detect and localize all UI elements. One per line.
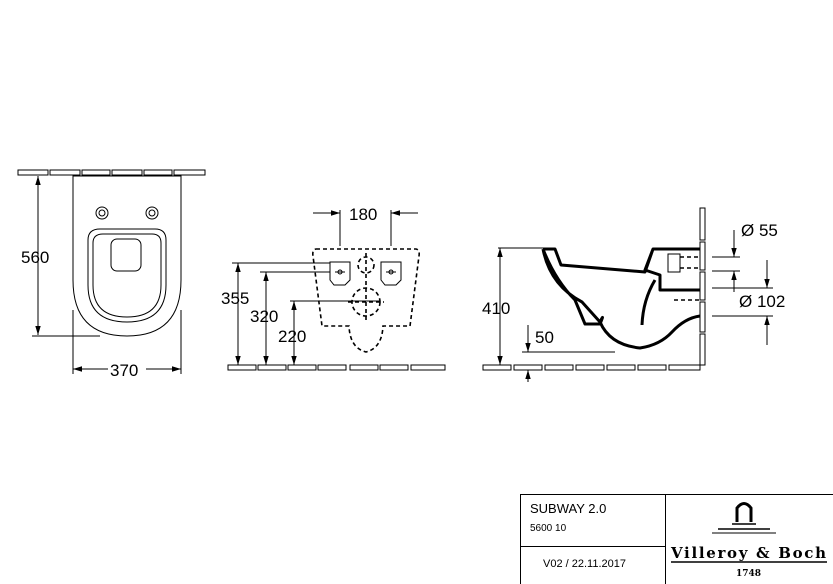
front-view: 180 355 320 220 [221,205,446,371]
bowl-profile-side [541,247,701,350]
dimension-220: 220 [278,327,306,346]
product-name: SUBWAY 2.0 [530,501,606,516]
dimension-inlet-diameter: Ø 55 [741,221,778,240]
top-view: 560 370 [17,169,206,380]
bowl-outline-top [72,175,182,337]
floor-front [227,364,446,371]
seat-outline [87,228,167,323]
fixing-brackets [329,261,402,286]
brand-year: 1748 [736,569,761,579]
dimension-hole-spacing: 180 [349,205,377,224]
dimension-width: 370 [110,361,138,380]
floor-side [482,364,701,371]
dimension-depth: 560 [21,248,49,267]
dimension-outlet-diameter: Ø 102 [739,292,785,311]
version-date: V02 / 22.11.2017 [543,558,626,570]
side-view: 410 50 Ø 55 Ø 102 [482,207,785,382]
brand-name: Villeroy & Boch [670,544,826,562]
lid-outline [110,238,142,272]
dimension-height: 410 [482,299,510,318]
dimension-355: 355 [221,289,249,308]
fixing-holes [95,206,159,220]
bowl-outline-front [312,248,420,353]
article-number: 5600 10 [530,523,567,534]
dimension-offset: 50 [535,328,554,347]
brand-logo: Villeroy & Boch 1748 [670,502,827,579]
wall-top [17,169,206,176]
dimension-320: 320 [250,307,278,326]
title-block: SUBWAY 2.0 5600 10 V02 / 22.11.2017 Vill… [520,494,833,584]
wall-side [699,207,706,366]
